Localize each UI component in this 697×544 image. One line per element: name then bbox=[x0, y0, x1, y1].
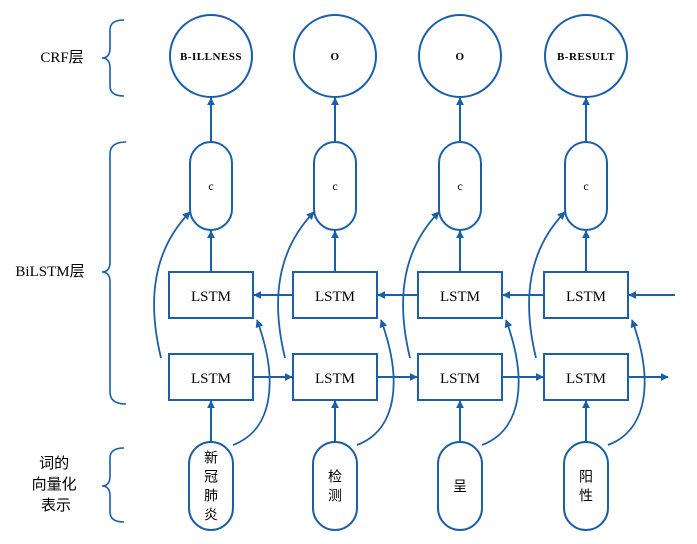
embedding-label-line-3: 表示 bbox=[41, 497, 71, 514]
crf-layer-brace bbox=[101, 19, 125, 97]
backward-lstm-label: LSTM bbox=[191, 289, 231, 305]
backward-lstm-label: LSTM bbox=[315, 289, 355, 305]
concat-label: c bbox=[457, 179, 462, 193]
forward-to-cell-curve bbox=[528, 211, 566, 359]
forward-to-cell-curve bbox=[277, 211, 315, 359]
crf-tag-label: B-ILLNESS bbox=[180, 51, 242, 63]
token-char: 呈 bbox=[453, 479, 467, 495]
token-char: 测 bbox=[328, 489, 342, 505]
token-char: 新 bbox=[204, 451, 218, 467]
crf-node bbox=[293, 14, 377, 98]
crf-node bbox=[169, 14, 253, 98]
crf-tag-label: O bbox=[455, 51, 464, 63]
backward-lstm-box bbox=[292, 271, 378, 319]
token-to-backward-curve bbox=[232, 319, 271, 446]
crf-tag-label: O bbox=[330, 51, 339, 63]
forward-to-cell-curve bbox=[153, 211, 191, 359]
token-char: 冠 bbox=[204, 470, 218, 486]
forward-lstm-label: LSTM bbox=[191, 371, 231, 387]
concat-label: c bbox=[583, 179, 588, 193]
backward-lstm-label: LSTM bbox=[440, 289, 480, 305]
embedding-label-line-1: 词的 bbox=[39, 455, 69, 472]
concat-label: c bbox=[332, 179, 337, 193]
token-to-backward-curve bbox=[481, 319, 520, 446]
embedding-layer-brace bbox=[101, 447, 125, 523]
token-char: 性 bbox=[579, 489, 593, 505]
forward-lstm-box bbox=[543, 353, 629, 401]
forward-lstm-label: LSTM bbox=[440, 371, 480, 387]
columns-layer: B-ILLNESScLSTMLSTM新冠肺炎OcLSTMLSTM检测OcLSTM… bbox=[153, 14, 646, 531]
token-char: 炎 bbox=[204, 508, 218, 524]
token-pill bbox=[563, 441, 609, 531]
forward-lstm-label: LSTM bbox=[315, 371, 355, 387]
concat-label: c bbox=[208, 179, 213, 193]
token-char: 阳 bbox=[579, 470, 593, 486]
token-to-backward-curve bbox=[607, 319, 646, 446]
bilstm-layer-brace bbox=[101, 141, 127, 405]
token-char: 肺 bbox=[204, 489, 218, 505]
token-pill bbox=[312, 441, 358, 531]
layer-labels: CRF层 BiLSTM层 词的 向量化 表示 bbox=[15, 19, 127, 523]
crf-node bbox=[418, 14, 502, 98]
bilstm-layer-label: BiLSTM层 bbox=[15, 264, 84, 280]
embedding-layer-label: 词的 向量化 表示 bbox=[32, 455, 81, 514]
crf-tag-label: B-RESULT bbox=[557, 51, 615, 63]
crf-layer-label: CRF层 bbox=[40, 50, 83, 66]
embedding-label-line-2: 向量化 bbox=[32, 476, 77, 493]
forward-lstm-label: LSTM bbox=[566, 371, 606, 387]
chain-layer bbox=[253, 291, 675, 381]
crf-node bbox=[544, 14, 628, 98]
forward-to-cell-curve bbox=[402, 211, 440, 359]
token-to-backward-curve bbox=[356, 319, 395, 446]
token-char: 检 bbox=[328, 470, 342, 486]
backward-lstm-box bbox=[543, 271, 629, 319]
backward-lstm-label: LSTM bbox=[566, 289, 606, 305]
